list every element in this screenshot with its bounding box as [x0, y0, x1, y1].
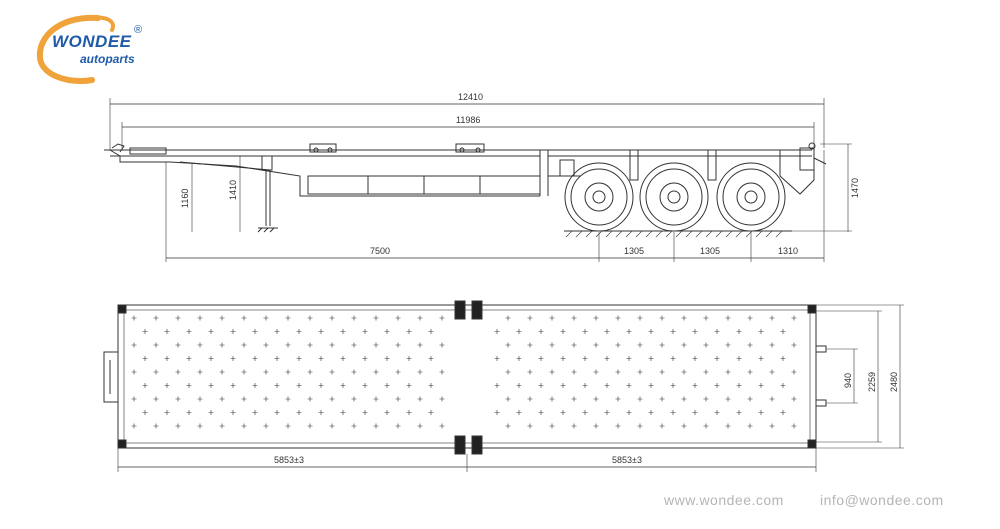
label-overall-length: 12410 [458, 92, 483, 102]
wondee-logo: WONDEE ® autoparts [30, 14, 170, 84]
dim-landing-height: 1160 [165, 162, 193, 262]
logo-registered-mark: ® [134, 24, 143, 36]
top-view: 5853±3 5853±3 940 2259 2480 [103, 300, 904, 472]
wheel-1 [564, 162, 634, 232]
dim-deck-length: 11986 [121, 115, 815, 148]
wheel-2 [639, 162, 709, 232]
label-deck-height-front: 1410 [228, 180, 238, 200]
wheel-3 [716, 162, 786, 232]
dim-deck-height-rear: 1470 [792, 143, 860, 232]
footer-website[interactable]: www.wondee.com [664, 492, 784, 508]
dim-widths: 940 2259 2480 [816, 304, 904, 449]
footer-email[interactable]: info@wondee.com [820, 492, 944, 508]
dim-overall-length: 12410 [109, 92, 825, 150]
label-deck-length: 11986 [456, 115, 480, 125]
label-landing-height: 1160 [180, 189, 190, 208]
label-inner-width: 940 [843, 373, 853, 388]
checker-plate-pattern [131, 315, 797, 429]
label-twistlock-width: 2259 [867, 372, 877, 392]
label-axle-spacing-2: 1305 [700, 246, 720, 256]
dim-row-bottom: 7500 1305 1305 1310 [166, 150, 825, 262]
label-half-length-right: 5853±3 [612, 455, 642, 465]
logo-tagline: autoparts [80, 52, 135, 66]
side-view: 12410 11986 [104, 92, 860, 262]
label-half-length-left: 5853±3 [274, 455, 304, 465]
dim-half-lengths: 5853±3 5853±3 [117, 448, 817, 472]
label-deck-height-rear: 1470 [850, 178, 860, 198]
dim-deck-height-front: 1410 [228, 156, 241, 232]
deck-outline [117, 304, 817, 449]
logo-brand-text: WONDEE [52, 32, 132, 51]
label-overall-width: 2480 [889, 372, 899, 392]
label-axle-spacing-1: 1305 [624, 246, 644, 256]
label-rear-overhang: 1310 [778, 246, 798, 256]
label-king-pin-to-axle: 7500 [370, 246, 390, 256]
logo-swoosh-icon [36, 14, 115, 84]
landing-leg [257, 155, 278, 233]
